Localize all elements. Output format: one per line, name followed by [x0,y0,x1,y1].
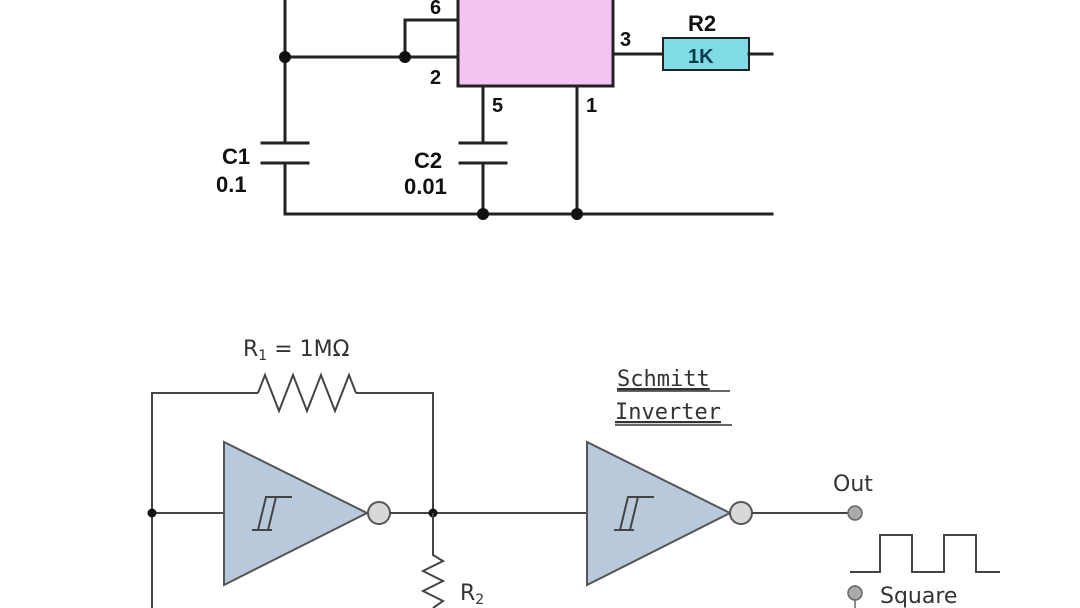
c1-value: 0.1 [216,172,247,197]
square-terminal [847,585,863,601]
inverter-title-line2: Inverter [615,400,721,425]
junction-dot [571,208,583,220]
schmitt-circuit: R1 = 1MΩ R2 Schmitt Inverter Out [147,337,1000,608]
c2-name: C2 [414,148,442,173]
junction-dot [147,508,157,518]
wire-feedback-right [356,392,434,513]
r2-value: 1K [688,46,714,68]
square-label: Square [880,584,957,608]
inverter-bubble-2 [729,501,753,525]
junction-dot [279,51,291,63]
square-wave-icon [850,534,1000,573]
output-terminal [847,505,863,521]
pin-label-3: 3 [620,29,631,51]
resistor-r2 [662,37,750,71]
r1-label: R1 = 1MΩ [243,337,349,364]
wire-feedback-left [151,392,258,608]
schmitt-gate-2 [586,440,733,587]
pin-label-2: 2 [430,67,441,89]
pin-label-1: 1 [586,95,597,117]
junction-dot [399,51,411,63]
pin-label-5: 5 [492,95,503,117]
c1-name: C1 [222,144,250,169]
inverter-title-line1: Schmitt [617,367,710,392]
r2-name: R2 [688,11,716,36]
resistor-r1 [257,372,357,414]
hysteresis-icon [614,496,654,531]
out-label: Out [833,472,873,497]
inverter-bubble-1 [367,501,391,525]
pin-label-6: 6 [430,0,441,19]
junction-dot [477,208,489,220]
resistor-r2-schmitt [420,513,446,608]
c2-value: 0.01 [404,174,447,199]
timer-circuit: 6 2 3 5 1 R2 1K C1 0.1 C2 0.01 [216,0,774,220]
r2-schmitt-label: R2 [460,581,484,608]
ic-body [456,0,615,88]
hysteresis-icon [252,496,292,531]
schmitt-gate-1 [223,440,370,587]
